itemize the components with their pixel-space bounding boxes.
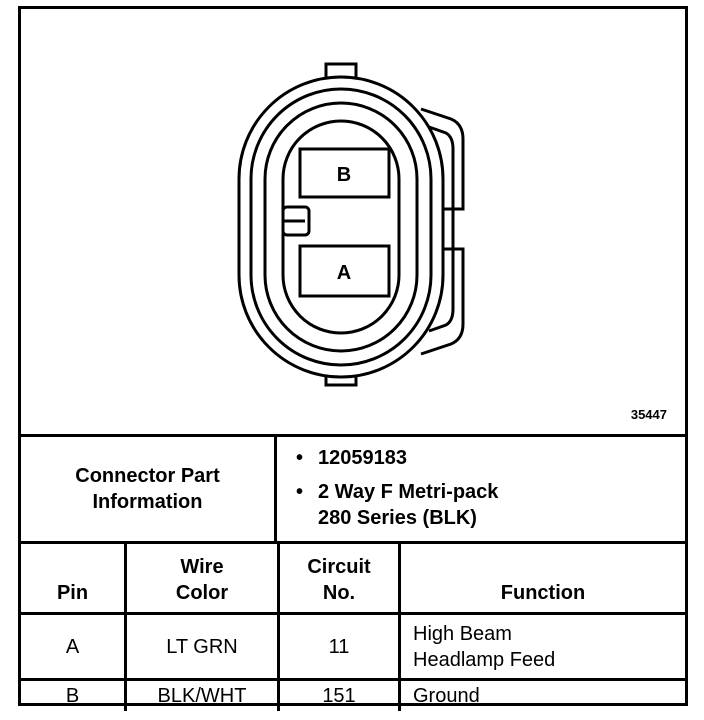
cell-circuit: 151	[277, 678, 401, 711]
description-line1: 2 Way F Metri-pack	[318, 481, 499, 503]
connector-part-info: Connector Part Information • 12059183 • …	[21, 437, 685, 541]
pin-table: Pin Wire Color Circuit No. Function A LT…	[21, 544, 685, 711]
info-values: • 12059183 • 2 Way F Metri-pack 280 Seri…	[296, 445, 498, 531]
pin-a-label: A	[337, 262, 351, 284]
connector-diagram: B A 35447	[21, 9, 685, 434]
info-label-line1: Connector Part	[75, 465, 220, 487]
cell-function: High Beam Headlamp Feed	[398, 612, 685, 681]
divider	[21, 541, 685, 544]
figure-number: 35447	[630, 407, 667, 422]
cell-circuit: 11	[277, 612, 401, 681]
table-row: B BLK/WHT 151 Ground	[21, 678, 685, 711]
cell-function: Ground	[398, 678, 685, 711]
cell-function-line1: High Beam	[413, 622, 512, 645]
header-wire-color: Wire Color	[124, 544, 280, 615]
header-circuit: Circuit No.	[277, 544, 401, 615]
pin-b-label: B	[337, 164, 351, 186]
divider	[274, 437, 277, 541]
info-label: Connector Part Information	[21, 437, 274, 541]
header-circuit-line2: No.	[322, 582, 356, 604]
divider	[21, 434, 685, 437]
bullet: •	[296, 481, 304, 503]
bullet: •	[296, 447, 304, 469]
header-wire-color-line1: Wire	[180, 556, 224, 578]
description-item: • 2 Way F Metri-pack 280 Series (BLK)	[296, 479, 498, 531]
cell-function-line2: Headlamp Feed	[413, 648, 556, 671]
table-header-row: Pin Wire Color Circuit No. Function	[21, 544, 685, 615]
connector-face-icon: B A	[237, 62, 465, 387]
cell-pin: A	[21, 612, 127, 681]
header-function: Function	[398, 544, 685, 615]
description-line2: 280 Series (BLK)	[318, 507, 477, 529]
cell-pin: B	[21, 678, 127, 711]
cell-wire-color: LT GRN	[124, 612, 280, 681]
part-number: 12059183	[318, 447, 407, 469]
diagram-frame: B A 35447 Connector Part Information • 1…	[18, 6, 688, 711]
table-row: A LT GRN 11 High Beam Headlamp Feed	[21, 612, 685, 681]
header-wire-color-line2: Color	[175, 582, 229, 604]
part-number-item: • 12059183	[296, 445, 498, 471]
info-label-line2: Information	[92, 491, 203, 513]
cell-wire-color: BLK/WHT	[124, 678, 280, 711]
header-circuit-line1: Circuit	[307, 556, 371, 578]
header-pin: Pin	[21, 544, 127, 615]
